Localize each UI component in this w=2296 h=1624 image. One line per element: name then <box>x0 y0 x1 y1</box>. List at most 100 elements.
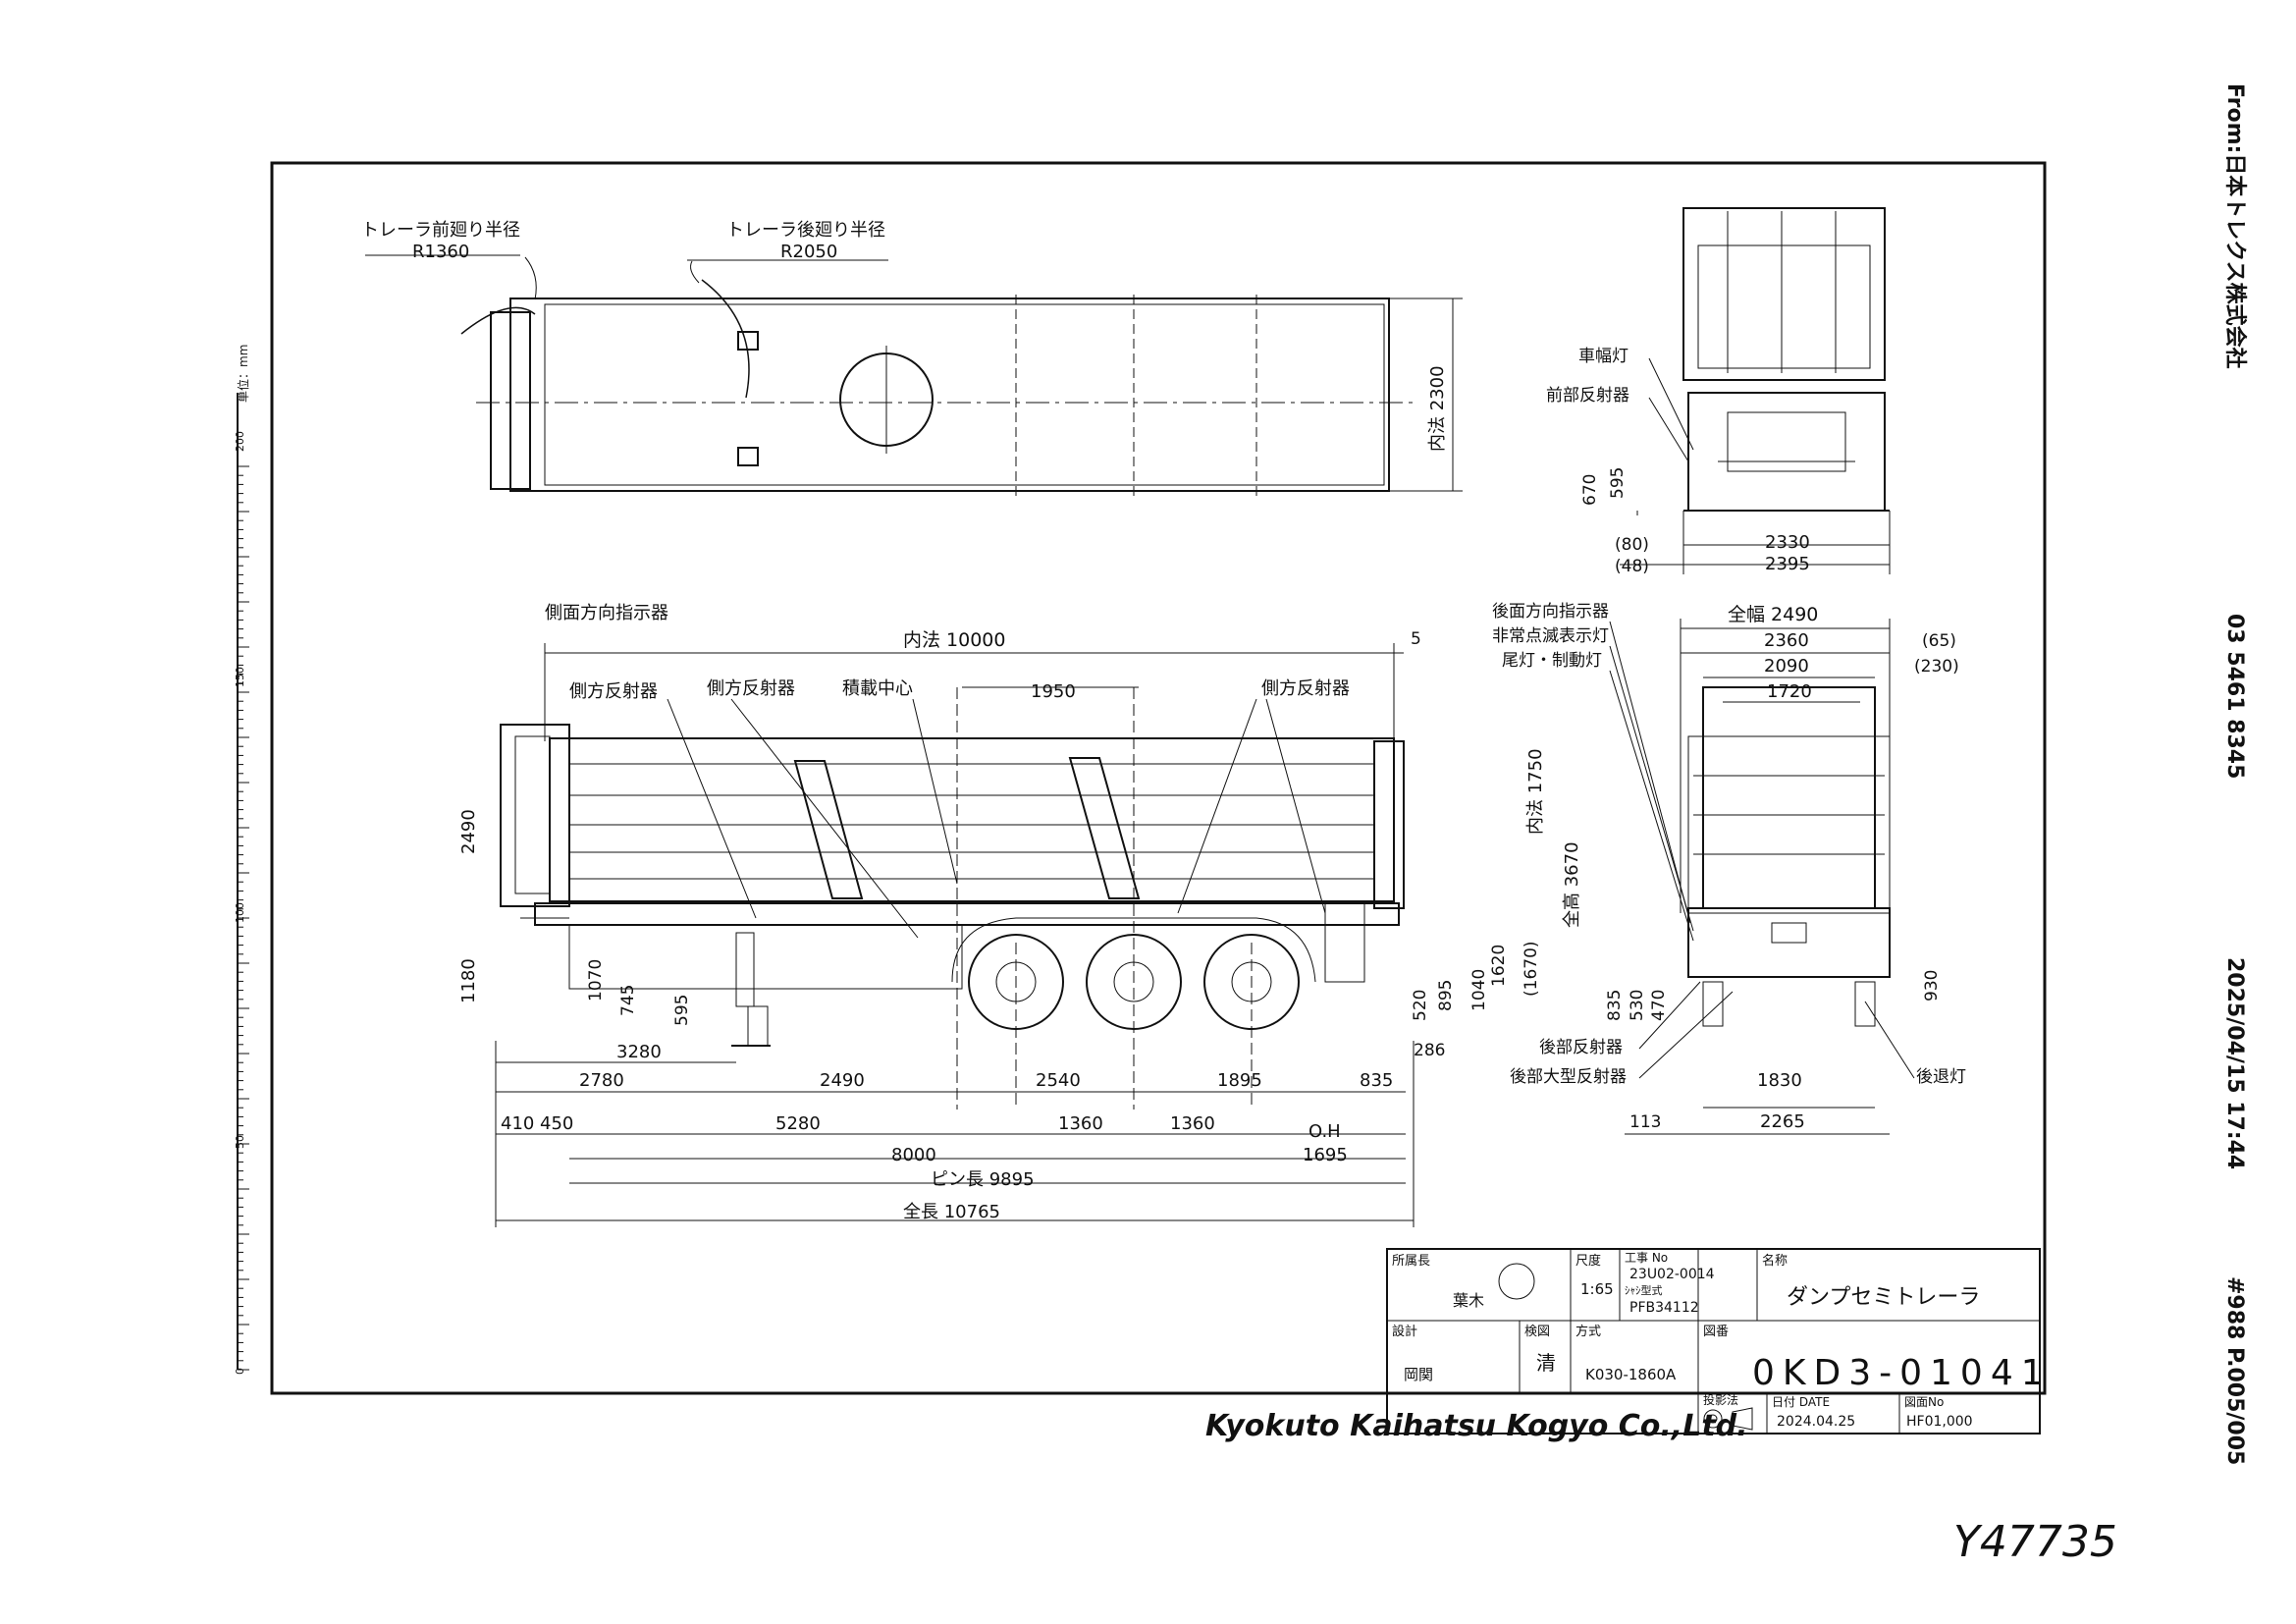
fax-from: From:日本トレクス株式会社 <box>2222 83 2248 369</box>
side-dim-5280: 5280 <box>775 1113 821 1134</box>
tb-dept-name: 葉木 <box>1453 1291 1484 1310</box>
side-dim-1180: 1180 <box>458 958 479 1003</box>
hazard-lamp-label: 非常点滅表示灯 <box>1492 626 1609 646</box>
rear-large-reflector-label: 後部大型反射器 <box>1510 1067 1627 1087</box>
tb-file-label: 図面No <box>1904 1395 1944 1409</box>
fax-page: #988 P.005/005 <box>2222 1276 2247 1465</box>
tb-format: K030-1860A <box>1585 1366 1677 1383</box>
side-dim-2490v: 2490 <box>458 809 479 854</box>
side-reflector-3-label: 側方反射器 <box>1261 678 1350 699</box>
tb-work-no: 23U02-0014 <box>1629 1267 1715 1282</box>
rear-dim-530: 530 <box>1628 990 1647 1021</box>
side-view: 側面方向指示器 側方反射器 側方反射器 側方反射器 積載中心 内法 10000 … <box>458 603 1582 1227</box>
rear-radius-label: トレーラ後廻り半径 <box>726 220 885 241</box>
load-center-label: 積載中心 <box>842 678 913 699</box>
side-dim-1895: 1895 <box>1217 1070 1262 1091</box>
front-radius-label: トレーラ前廻り半径 <box>361 220 520 241</box>
tb-file-no: HF01,000 <box>1906 1414 1973 1430</box>
rear-overall-width: 全幅 2490 <box>1728 604 1818 625</box>
rear-dim-113: 113 <box>1629 1112 1661 1132</box>
ruler-tick-200: 200 <box>234 431 246 452</box>
tb-format-label: 方式 <box>1575 1324 1601 1339</box>
side-turn-signal-label: 側面方向指示器 <box>545 603 668 623</box>
rear-radius-value: R2050 <box>780 242 837 262</box>
front-dim-2330: 2330 <box>1765 532 1810 553</box>
rear-dim-230: (230) <box>1914 657 1959 677</box>
front-dim-2395: 2395 <box>1765 554 1810 574</box>
front-radius-value: R1360 <box>412 242 469 262</box>
side-overall-length: 全長 10765 <box>903 1202 1000 1222</box>
front-view: 車幅灯 前部反射器 670 595 (80) (48) 2330 2395 <box>1546 207 1891 576</box>
drawing-frame <box>270 161 2047 1395</box>
tb-date: 2024.04.25 <box>1777 1414 1855 1430</box>
rear-reflector-label: 後部反射器 <box>1539 1038 1623 1057</box>
tail-stop-lamp-label: 尾灯・制動灯 <box>1502 651 1602 671</box>
rear-dim-470: 470 <box>1649 990 1669 1021</box>
tb-dept-label: 所属長 <box>1392 1254 1430 1269</box>
rear-dim-65: (65) <box>1922 631 1956 651</box>
ruler-tick-150: 150 <box>234 667 246 687</box>
side-overall-height: 全高 3670 <box>1562 841 1582 928</box>
handwritten-number: Y47735 <box>1953 1517 2117 1567</box>
rear-dim-1720: 1720 <box>1767 681 1812 702</box>
tb-name-label: 名称 <box>1762 1253 1788 1269</box>
side-dim-745: 745 <box>618 985 638 1016</box>
ruler-tick-100: 100 <box>234 902 246 923</box>
rear-dim-2090: 2090 <box>1764 656 1809 677</box>
fax-header: From:日本トレクス株式会社 03 5461 8345 2025/04/15 … <box>2222 83 2248 1465</box>
side-dim-5: 5 <box>1411 629 1421 649</box>
side-dim-3280: 3280 <box>616 1042 662 1062</box>
side-dim-835: 835 <box>1360 1070 1393 1091</box>
side-dim-1360a: 1360 <box>1058 1113 1103 1134</box>
side-dim-450: 450 <box>540 1113 573 1134</box>
rear-view: 全幅 2490 2360 (65) 2090 (230) 1720 後面方向指示… <box>1492 602 1966 1135</box>
side-dim-1620: 1620 <box>1489 945 1509 987</box>
side-pin-length: ピン長 9895 <box>931 1169 1035 1190</box>
title-block: 所属長 葉木 尺度 1:65 工事 No 23U02-0014 ｼｬｼ型式 PF… <box>1386 1248 2052 1435</box>
side-dim-2540: 2540 <box>1036 1070 1081 1091</box>
side-inner-length: 内法 10000 <box>903 629 1005 651</box>
tb-drawing-no-label: 図番 <box>1703 1325 1729 1339</box>
tb-work-no-label: 工事 No <box>1625 1251 1668 1265</box>
tb-drawn-by: 岡関 <box>1404 1366 1433 1383</box>
rear-turn-signal-label: 後面方向指示器 <box>1492 602 1609 622</box>
side-oh-label: O.H <box>1308 1121 1341 1142</box>
side-reflector-2-label: 側方反射器 <box>707 678 795 699</box>
rear-dim-930: 930 <box>1922 970 1942 1001</box>
front-reflector-label: 前部反射器 <box>1546 386 1629 406</box>
fax-phone: 03 5461 8345 <box>2222 614 2247 779</box>
tb-model: PFB34112 <box>1629 1300 1699 1316</box>
scale-ruler: 単位：mm 0 50 100 150 200 <box>234 345 250 1375</box>
side-dim-595: 595 <box>672 995 692 1026</box>
reverse-lamp-label: 後退灯 <box>1916 1067 1966 1087</box>
rear-dim-1830: 1830 <box>1757 1070 1802 1091</box>
side-dim-1040: 1040 <box>1469 969 1489 1011</box>
side-dim-2490: 2490 <box>820 1070 865 1091</box>
tb-date-label: 日付 DATE <box>1772 1395 1830 1409</box>
side-inner-height: 内法 1750 <box>1525 748 1546 835</box>
tb-checked-label: 検図 <box>1524 1325 1550 1339</box>
top-inner-width: 内法 2300 <box>1427 365 1448 452</box>
ruler-tick-0: 0 <box>234 1368 246 1375</box>
fax-datetime: 2025/04/15 17:44 <box>2222 957 2247 1169</box>
front-dim-80: (80) <box>1615 535 1649 555</box>
side-dim-1950: 1950 <box>1031 681 1076 702</box>
side-dim-1070: 1070 <box>586 959 606 1001</box>
tb-scale: 1:65 <box>1580 1280 1614 1298</box>
side-dim-895: 895 <box>1436 980 1456 1011</box>
rear-dim-835: 835 <box>1605 990 1625 1021</box>
top-view: トレーラ前廻り半径 R1360 トレーラ後廻り半径 R2050 内法 2300 <box>361 220 1463 496</box>
tb-checked-by: 清 <box>1536 1351 1556 1375</box>
rear-dim-2265: 2265 <box>1760 1111 1805 1132</box>
tb-drawing-no: 0KD3-01041 <box>1752 1353 2052 1393</box>
tb-drawn-label: 設計 <box>1392 1324 1417 1339</box>
side-dim-410: 410 <box>501 1113 534 1134</box>
rear-dim-2360: 2360 <box>1764 630 1809 651</box>
tb-scale-label: 尺度 <box>1575 1253 1601 1269</box>
tb-model-label: ｼｬｼ型式 <box>1625 1283 1663 1297</box>
front-dim-595: 595 <box>1608 467 1628 499</box>
side-dim-286: 286 <box>1414 1041 1445 1060</box>
side-dim-1695: 1695 <box>1303 1145 1348 1165</box>
side-dim-1670: (1670) <box>1522 941 1541 997</box>
